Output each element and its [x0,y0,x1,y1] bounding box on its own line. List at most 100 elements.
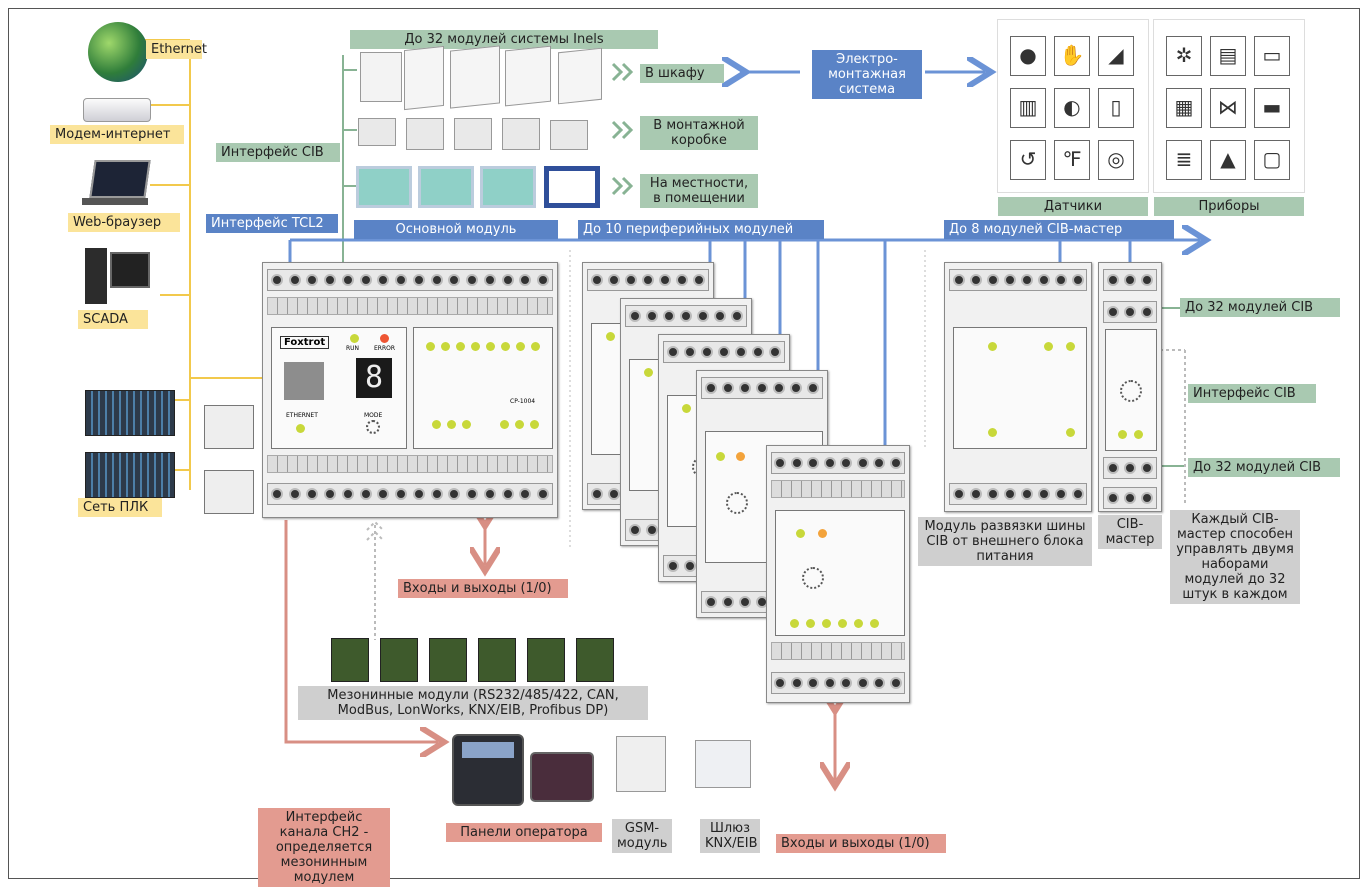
io-led [441,342,450,351]
mezzanine-label: Мезонинные модули (RS232/485/422, CAN, M… [298,686,648,720]
box-module-icon [502,118,540,150]
door-sensor-icon: ▯ [1098,88,1134,128]
sensors-label: Датчики [998,197,1148,216]
ethernet-port-label: ETHERNET [286,412,318,419]
window-sensor-icon: ▥ [1010,88,1046,128]
operator-panel-icon [530,752,594,802]
run-led [606,332,615,341]
terminal-block [625,305,747,327]
knx-gateway-icon [695,740,751,788]
modem-label: Модем-интернет [50,125,184,144]
io-led [516,342,525,351]
valve-icon: ⋈ [1210,88,1246,128]
io-led [854,619,863,628]
cib32-top-label: До 32 модулей CIB [1180,298,1340,317]
isolation-module-label: Модуль развязки шины CIB от внешнего бло… [918,517,1092,566]
globe-icon [88,22,148,82]
io-led [426,342,435,351]
peripheral-modules-label: До 10 периферийных модулей [578,220,824,239]
devices-label: Приборы [1154,197,1304,216]
io-led [501,342,510,351]
io-led [790,619,799,628]
mode-button [366,420,380,434]
sensors-panel: ● ✋ ◢ ▥ ◐ ▯ ↺ ℉ ◎ [998,20,1148,192]
radiator-icon: ▦ [1166,88,1202,128]
green-chevrons [611,62,634,196]
mezzanine-card-icon [527,638,565,682]
hand-sensor-icon: ✋ [1054,36,1090,76]
io-led [838,619,847,628]
ethernet-label: Ethernet [146,40,207,59]
terminal-labels [267,297,553,315]
power-led [988,342,997,351]
err-led [736,452,745,461]
io-face: CP-1004 [413,327,553,449]
cib-terminal-bottom [1103,457,1157,479]
terminal-block [949,483,1087,505]
din-module-icon [360,52,402,102]
cib32-bottom-label: До 32 модулей CIB [1188,458,1340,477]
io-left-label: Входы и выходы (1/0) [398,579,568,598]
foxtrot-logo: Foxtrot [280,336,330,349]
operator-panels-label: Панели оператора [446,823,602,842]
in-box-label: В монтажной коробке [640,116,758,150]
cib-master-modules-label: До 8 модулей CIB-мастер [944,220,1174,239]
box-module-icon [358,118,396,146]
io-led [530,420,539,429]
box-module-icon [550,120,588,150]
scada-label: SCADA [78,310,148,329]
terminal-block [587,269,709,291]
terminal-labels [267,455,553,473]
water-drop-icon: ● [1010,36,1046,76]
boiler-icon: ▭ [1254,36,1290,76]
din-module-icon [558,47,602,105]
din-module-icon [450,45,500,109]
operator-panel-screen [462,742,514,758]
meter-icon: ▬ [1254,88,1290,128]
err-led [818,529,827,538]
module-face [953,327,1087,449]
io-led [447,420,456,429]
status-led [1118,430,1127,439]
web-browser-label: Web-браузер [68,213,180,232]
terminal-block [267,483,553,505]
modem-icon [83,98,151,122]
cib-master-label: CIB-мастер [1098,515,1162,549]
run-label: RUN [346,345,360,352]
box-module-icon [406,118,444,150]
separator-lines [569,250,926,550]
on-site-label: На местности, в помещении [640,174,758,208]
address-knob [1120,380,1142,402]
main-module: Foxtrot RUN ERROR 8 ETHERNET MODE CP-100… [262,262,558,518]
terminal-labels [771,480,905,498]
plc-net-label: Сеть ПЛК [78,498,162,517]
pc-tower-icon [85,248,107,304]
mezzanine-card-icon [380,638,418,682]
io-led [471,342,480,351]
box-module-icon [454,118,492,150]
mezzanine-card-icon [576,638,614,682]
io-led [432,420,441,429]
ethernet-led [296,424,305,433]
lamp-icon: ▲ [1210,140,1246,180]
io-led [515,420,524,429]
run-led [716,452,725,461]
laptop-base-icon [82,198,148,205]
run-led [644,368,653,377]
thermometer-icon: ℉ [1054,140,1090,180]
wall-switch-icon [480,166,536,208]
inels-modules-label: До 32 модулей системы Inels [350,30,658,49]
cp-model-label: CP-1004 [510,398,536,405]
plc-module-icon [204,405,254,449]
module-face [775,510,905,636]
fan-icon: ✲ [1166,36,1202,76]
io-right-label: Входы и выходы (1/0) [776,834,946,853]
light-sensor-icon: ◢ [1098,36,1134,76]
io-led [456,342,465,351]
din-module-icon [505,45,551,107]
address-knob [726,492,748,514]
shutter-icon: ▢ [1254,140,1290,180]
wall-display-icon [544,166,600,208]
terminal-block [771,452,905,474]
